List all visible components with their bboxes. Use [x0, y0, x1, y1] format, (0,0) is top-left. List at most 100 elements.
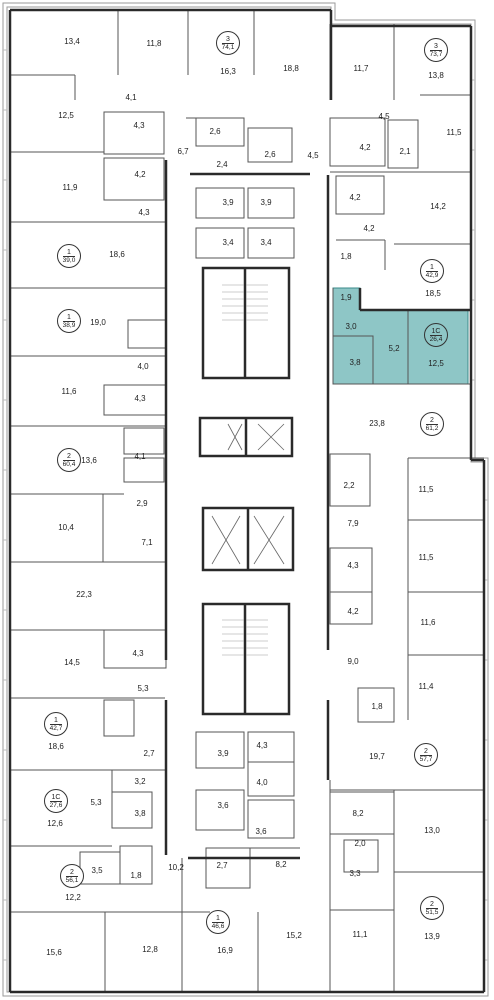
room-area: 11,7	[353, 64, 369, 73]
room-area: 4,2	[359, 143, 371, 152]
room-area: 3,6	[255, 827, 267, 836]
room-area: 2,9	[136, 499, 148, 508]
room-area: 3,2	[134, 777, 146, 786]
room-area: 11,9	[62, 183, 78, 192]
room-area: 13,9	[424, 932, 440, 941]
room-area: 3,5	[91, 866, 103, 875]
room-area: 16,3	[220, 67, 236, 76]
room-area: 4,3	[133, 121, 145, 130]
room-area: 3,9	[222, 198, 234, 207]
room-area: 3,0	[345, 322, 357, 331]
room-area: 11,5	[418, 485, 434, 494]
room-area: 3,6	[217, 801, 229, 810]
room-area: 2,7	[216, 861, 228, 870]
room-area: 10,4	[58, 523, 74, 532]
room-area: 4,5	[307, 151, 319, 160]
room-area: 3,8	[349, 358, 361, 367]
room-area: 14,5	[64, 658, 80, 667]
room-area: 2,4	[216, 160, 228, 169]
room-area: 4,2	[347, 607, 359, 616]
room-area: 2,2	[343, 481, 355, 490]
room-area: 1,8	[130, 871, 142, 880]
room-area: 14,2	[430, 202, 446, 211]
room-area: 2,1	[399, 147, 411, 156]
room-area: 3,4	[260, 238, 272, 247]
room-area: 3,4	[222, 238, 234, 247]
room-area: 23,8	[369, 419, 385, 428]
room-area: 6,7	[177, 147, 189, 156]
stair-treads	[222, 284, 268, 656]
room-area: 7,9	[347, 519, 359, 528]
room-area: 3,8	[134, 809, 146, 818]
room-area: 4,2	[349, 193, 361, 202]
room-area: 2,6	[264, 150, 276, 159]
room-area: 2,7	[143, 749, 155, 758]
room-area: 12,8	[142, 945, 158, 954]
room-area: 5,2	[388, 344, 400, 353]
room-area: 3,3	[349, 869, 361, 878]
room-area: 5,3	[90, 798, 102, 807]
room-area: 4,1	[134, 452, 146, 461]
room-area: 15,6	[46, 948, 62, 957]
room-area: 1,9	[340, 293, 352, 302]
room-area: 4,2	[134, 170, 146, 179]
room-area: 19,7	[369, 752, 385, 761]
room-area: 11,5	[446, 128, 462, 137]
room-area: 16,9	[217, 946, 233, 955]
room-area: 11,6	[420, 618, 436, 627]
room-area: 18,5	[425, 289, 441, 298]
room-area: 10,2	[168, 863, 184, 872]
room-area: 12,6	[47, 819, 63, 828]
room-area: 11,8	[146, 39, 162, 48]
room-area: 18,6	[48, 742, 64, 751]
room-area: 8,2	[352, 809, 364, 818]
room-area: 8,2	[275, 860, 287, 869]
room-area: 4,3	[347, 561, 359, 570]
room-area: 13,4	[64, 37, 80, 46]
room-area: 12,2	[65, 893, 81, 902]
room-area: 18,6	[109, 250, 125, 259]
room-area: 4,3	[138, 208, 150, 217]
room-area: 11,5	[418, 553, 434, 562]
room-area: 9,0	[347, 657, 359, 666]
room-area: 11,6	[61, 387, 77, 396]
room-area: 4,3	[134, 394, 146, 403]
room-area: 13,0	[424, 826, 440, 835]
room-area: 4,0	[137, 362, 149, 371]
room-area: 12,5	[428, 359, 444, 368]
interior-walls	[10, 10, 484, 992]
room-area: 13,6	[81, 456, 97, 465]
elevators	[211, 423, 285, 565]
room-area: 4,2	[363, 224, 375, 233]
room-area: 3,9	[217, 749, 229, 758]
room-area: 4,3	[132, 649, 144, 658]
room-area: 13,8	[428, 71, 444, 80]
room-area: 5,3	[137, 684, 149, 693]
room-area: 4,3	[256, 741, 268, 750]
room-area: 4,5	[378, 112, 390, 121]
room-area: 7,1	[141, 538, 153, 547]
room-area: 19,0	[90, 318, 106, 327]
room-area: 1,8	[371, 702, 383, 711]
room-area: 22,3	[76, 590, 92, 599]
room-area: 12,5	[58, 111, 74, 120]
room-area: 2,6	[209, 127, 221, 136]
room-area: 2,0	[354, 839, 366, 848]
room-area: 3,9	[260, 198, 272, 207]
structural-walls	[8, 8, 486, 994]
